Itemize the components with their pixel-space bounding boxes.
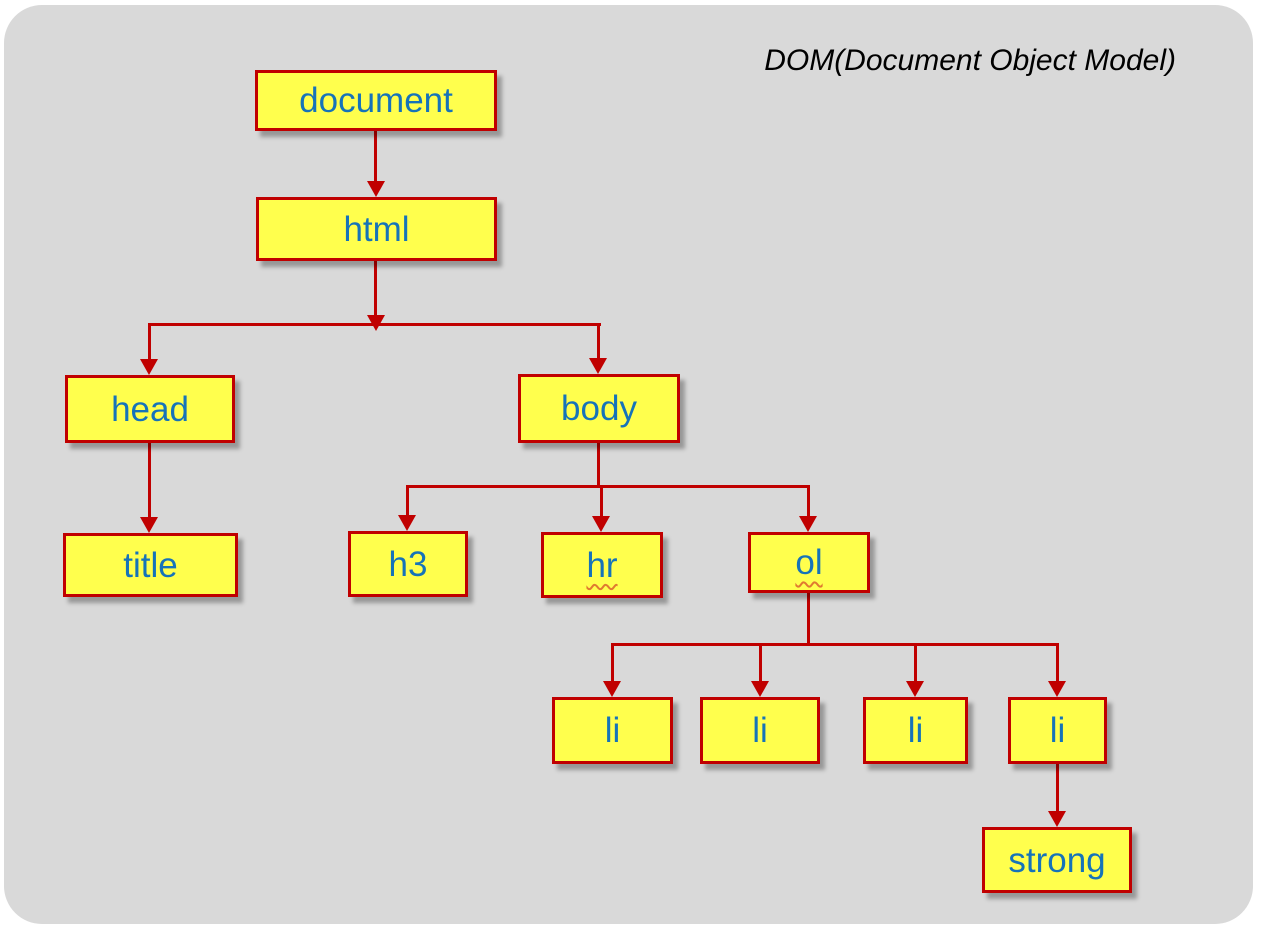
node-title: title bbox=[63, 533, 238, 597]
arrowhead-h3 bbox=[398, 515, 416, 531]
node-li3-label: li bbox=[907, 711, 924, 750]
node-li1: li bbox=[552, 697, 673, 764]
node-ol-label: ol bbox=[795, 543, 823, 582]
connector-rail-li4-line bbox=[1056, 643, 1059, 683]
rail-ol-children bbox=[611, 643, 1058, 646]
connector-rail-head-line bbox=[148, 323, 151, 361]
arrowhead-ol bbox=[799, 516, 817, 532]
node-li3: li bbox=[863, 697, 968, 764]
connector-ol-rail-line bbox=[807, 593, 810, 646]
node-document-label: document bbox=[299, 81, 453, 120]
node-h3: h3 bbox=[348, 531, 468, 597]
node-strong-label: strong bbox=[1008, 840, 1106, 880]
arrowhead-head bbox=[140, 359, 158, 375]
node-li2: li bbox=[700, 697, 820, 764]
arrowhead-li1 bbox=[603, 681, 621, 697]
arrowhead-hr bbox=[592, 516, 610, 532]
node-html: html bbox=[256, 197, 497, 261]
node-li4-label: li bbox=[1049, 711, 1066, 750]
node-strong: strong bbox=[982, 827, 1132, 893]
arrowhead-li3 bbox=[906, 681, 924, 697]
connector-li4-strong-line bbox=[1056, 764, 1059, 813]
connector-document-html-line bbox=[374, 131, 377, 183]
node-body: body bbox=[518, 374, 680, 443]
node-head-label: head bbox=[111, 389, 189, 429]
node-li2-label: li bbox=[752, 711, 768, 750]
arrowhead-li4 bbox=[1048, 681, 1066, 697]
connector-rail-li2-line bbox=[759, 643, 762, 683]
rail-html-children bbox=[149, 323, 601, 326]
arrowhead-li2 bbox=[751, 681, 769, 697]
connector-rail-ol-line bbox=[807, 485, 810, 518]
node-head: head bbox=[65, 375, 235, 443]
connector-rail-li3-line bbox=[914, 643, 917, 683]
arrowhead-html bbox=[367, 181, 385, 197]
arrowhead-strong bbox=[1048, 811, 1066, 827]
node-body-label: body bbox=[561, 389, 637, 428]
node-h3-label: h3 bbox=[388, 544, 428, 584]
rail-body-children bbox=[407, 485, 810, 488]
node-li1-label: li bbox=[604, 711, 621, 750]
diagram-title: DOM(Document Object Model) bbox=[764, 44, 1176, 77]
node-title-label: title bbox=[123, 545, 178, 585]
node-html-label: html bbox=[343, 209, 410, 249]
connector-rail-body-line bbox=[597, 323, 600, 360]
connector-body-rail-line bbox=[597, 443, 600, 488]
connector-rail-h3-line bbox=[406, 485, 409, 517]
connector-html-rail-line bbox=[374, 261, 377, 317]
connector-rail-li1-line bbox=[611, 643, 614, 683]
diagram-panel bbox=[4, 5, 1253, 924]
connector-head-title-line bbox=[148, 443, 151, 519]
node-li4: li bbox=[1008, 697, 1107, 764]
node-hr-label: hr bbox=[586, 545, 618, 585]
arrowhead-body bbox=[589, 358, 607, 374]
arrowhead-title bbox=[140, 517, 158, 533]
connector-rail-hr-line bbox=[600, 485, 603, 518]
node-ol: ol bbox=[748, 532, 870, 593]
node-document: document bbox=[255, 70, 497, 131]
node-hr: hr bbox=[541, 532, 663, 598]
